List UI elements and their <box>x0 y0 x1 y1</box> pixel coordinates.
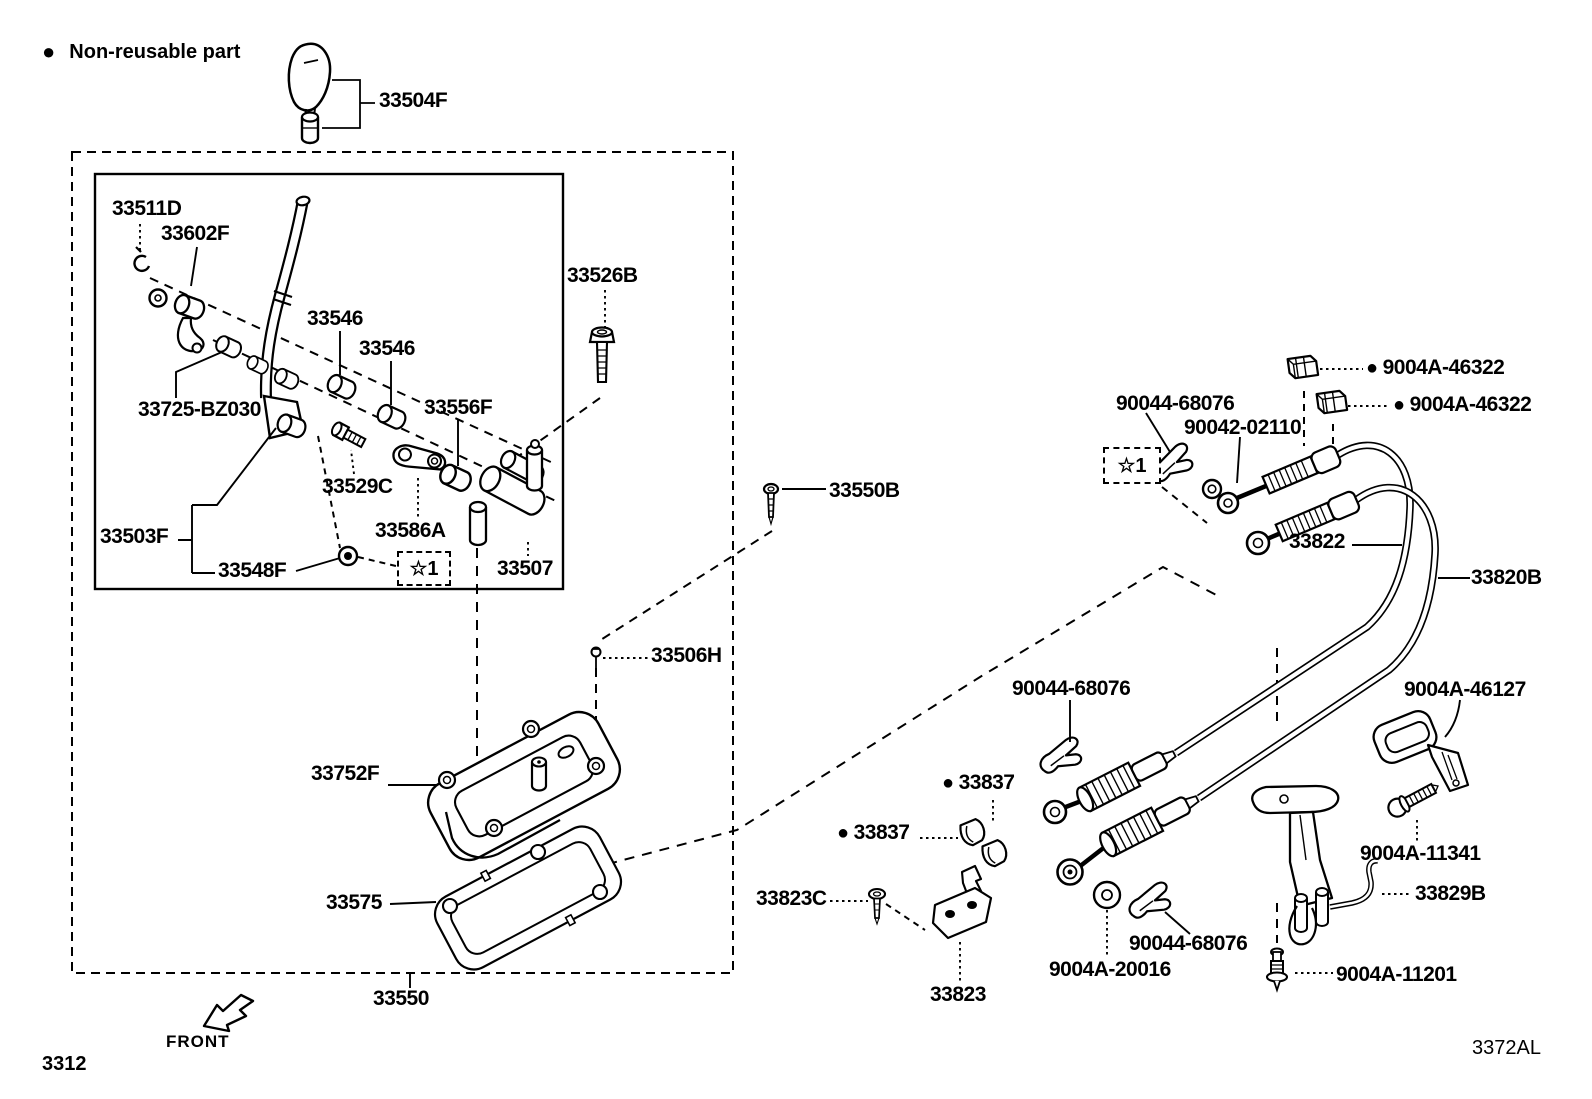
bushing-33546-2 <box>373 401 410 432</box>
part-label-33575: 33575 <box>326 891 382 914</box>
clip-33837-1 <box>957 816 988 849</box>
part-label-33822: 33822 <box>1289 530 1345 553</box>
part-label-90042-02110: 90042-02110 <box>1184 416 1302 439</box>
part-label-90044-68076-top: 90044-68076 <box>1116 392 1235 415</box>
clip-9004A-46322-1 <box>1286 354 1320 380</box>
shift-lever <box>259 195 311 441</box>
clip-33837-2 <box>979 837 1010 870</box>
part-label-9004A-46322-1: ● 9004A-46322 <box>1366 356 1505 380</box>
part-label-9004A-20016: 9004A-20016 <box>1049 958 1171 981</box>
part-label-9004A-11201: 9004A-11201 <box>1336 963 1457 986</box>
lever-bracket-33602F <box>148 288 208 354</box>
leader-lines-dotted <box>139 224 1418 983</box>
washer-90042-02110 <box>1201 478 1223 500</box>
snap-ring-33511D <box>133 246 151 273</box>
part-label-9004A-46127: 9004A-46127 <box>1404 678 1526 701</box>
cable-end-upper-shift <box>1216 445 1342 515</box>
lever-plate-33586A <box>392 444 447 471</box>
leader-lines-solid <box>175 246 1470 988</box>
control-cables <box>1173 441 1439 802</box>
non-reusable-dot-icon: ● <box>942 772 954 795</box>
front-arrow <box>202 993 255 1033</box>
washer-9004A-20016 <box>1092 880 1122 910</box>
outer-dashed-box <box>71 151 734 974</box>
part-label-33752F: 33752F <box>311 762 380 785</box>
cable-adjuster-select <box>1056 786 1205 886</box>
part-label-33602F: 33602F <box>161 222 230 245</box>
part-number: 33837 <box>853 821 910 844</box>
hook-90044-68076-mid <box>1035 735 1084 776</box>
bolt-33526B <box>588 326 616 384</box>
part-label-33529C: 33529C <box>322 475 393 498</box>
part-label-33550B: 33550B <box>829 479 900 502</box>
cable-adjuster-shift <box>1042 741 1182 825</box>
part-label-33823: 33823 <box>930 983 986 1006</box>
part-label-33550: 33550 <box>373 987 429 1010</box>
screw-9004A-11341 <box>1387 782 1439 818</box>
part-number: 33837 <box>958 771 1015 794</box>
part-label-9004A-46322-2: ● 9004A-46322 <box>1393 393 1532 417</box>
part-label-33548F: 33548F <box>218 559 287 582</box>
bracket-33823 <box>931 864 993 940</box>
part-label-33511D: 33511D <box>112 197 182 220</box>
gasket-33575 <box>433 825 623 971</box>
part-label-33503F: 33503F <box>100 525 169 548</box>
part-label-33823C: 33823C <box>756 887 827 910</box>
screw-33823C <box>867 887 887 926</box>
part-label-90044-68076-bottom: 90044-68076 <box>1129 932 1248 955</box>
figure-code-left: 3312 <box>42 1053 87 1075</box>
part-label-33820B: 33820B <box>1471 566 1542 589</box>
part-number: 9004A-46322 <box>1409 393 1532 416</box>
legend-text: Non-reusable part <box>69 41 241 63</box>
pin-33506H <box>590 646 602 668</box>
part-label-33556F: 33556F <box>424 396 493 419</box>
part-label-33504F: 33504F <box>379 89 448 112</box>
screw-33550B <box>762 482 780 527</box>
part-label-33526B: 33526B <box>567 264 638 287</box>
cable-end-upper-select <box>1245 490 1361 556</box>
bushing-33725-BZ030 <box>212 333 245 361</box>
flag-note-box-1: ☆1 <box>397 551 451 586</box>
part-label-90044-68076-mid: 90044-68076 <box>1012 677 1131 700</box>
socket-33507 <box>468 439 546 547</box>
non-reusable-dot-icon: ● <box>42 39 56 64</box>
cable-bracket-assembly <box>1251 784 1340 946</box>
shift-knob <box>287 42 375 145</box>
inner-solid-box <box>93 172 565 591</box>
part-label-33507: 33507 <box>497 557 553 580</box>
part-number: 9004A-46322 <box>1382 356 1505 379</box>
part-label-33506H: 33506H <box>651 644 722 667</box>
non-reusable-dot-icon: ● <box>837 822 849 845</box>
clip-9004A-46322-2 <box>1315 389 1349 415</box>
figure-code-right: 3372AL <box>1472 1037 1541 1059</box>
hook-90044-68076-bottom <box>1124 880 1173 921</box>
part-label-33546-1: 33546 <box>307 307 363 330</box>
part-label-9004A-11341: 9004A-11341 <box>1360 842 1481 865</box>
non-reusable-dot-icon: ● <box>1393 394 1405 417</box>
non-reusable-dot-icon: ● <box>1366 357 1378 380</box>
grommet-33548F <box>337 545 359 567</box>
hook-33829B <box>1329 858 1379 910</box>
part-label-33837-2: ● 33837 <box>837 821 910 845</box>
part-label-33546-2: 33546 <box>359 337 415 360</box>
bushing-33546-1 <box>323 371 360 402</box>
damper-9004A-46127 <box>1372 709 1470 793</box>
flag-note-box-2: ☆1 <box>1103 447 1161 484</box>
part-label-33829B: 33829B <box>1415 882 1486 905</box>
bolt-33529C <box>330 421 367 449</box>
front-direction-label: FRONT <box>166 1032 230 1051</box>
legend-non-reusable: ● Non-reusable part <box>42 41 240 63</box>
part-label-33725-BZ030: 33725-BZ030 <box>138 398 261 421</box>
screw-9004A-11201 <box>1265 947 1289 993</box>
part-label-33837-1: ● 33837 <box>942 771 1015 795</box>
part-label-33586A: 33586A <box>375 519 446 542</box>
retainer-33752F <box>426 710 622 862</box>
